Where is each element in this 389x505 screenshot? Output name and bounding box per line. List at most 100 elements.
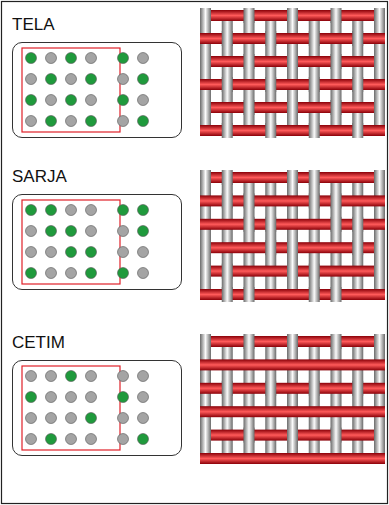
warp-crossing bbox=[374, 100, 385, 115]
weave-dot bbox=[86, 413, 97, 424]
weave-dot bbox=[86, 392, 97, 403]
weave-dot bbox=[138, 268, 149, 279]
warp-crossing bbox=[352, 381, 363, 396]
weave-dot bbox=[26, 205, 37, 216]
warp-crossing bbox=[287, 8, 298, 23]
warp-crossing bbox=[374, 264, 385, 279]
warp-thread bbox=[331, 172, 342, 300]
weave-dot bbox=[66, 247, 77, 258]
warp-crossing bbox=[309, 381, 320, 396]
warp-crossing bbox=[200, 8, 211, 23]
warp-crossing bbox=[331, 334, 342, 349]
warp-crossing bbox=[265, 31, 276, 46]
warp-crossing bbox=[200, 240, 211, 255]
warp-crossing bbox=[200, 100, 211, 115]
warp-thread bbox=[222, 172, 233, 300]
warp-crossing bbox=[309, 170, 320, 185]
warp-crossing bbox=[200, 264, 211, 279]
weave-dot bbox=[46, 205, 57, 216]
weave-dot bbox=[138, 413, 149, 424]
weave-dot bbox=[46, 95, 57, 106]
warp-crossing bbox=[331, 193, 342, 208]
warp-crossing bbox=[222, 264, 233, 279]
warp-thread bbox=[309, 172, 320, 300]
warp-thread bbox=[331, 10, 342, 136]
weave-dot bbox=[86, 434, 97, 445]
warp-thread bbox=[331, 336, 342, 464]
weave-dot bbox=[26, 116, 37, 127]
warp-thread bbox=[244, 336, 255, 464]
weave-dot bbox=[86, 205, 97, 216]
warp-thread bbox=[265, 336, 276, 464]
weave-dot bbox=[26, 74, 37, 85]
warp-crossing bbox=[244, 428, 255, 443]
weave-dot bbox=[66, 95, 77, 106]
weave-dot bbox=[26, 247, 37, 258]
warp-crossing bbox=[374, 240, 385, 255]
repeat-square bbox=[22, 366, 120, 450]
weave-box: CETIM bbox=[12, 360, 182, 456]
weave-dot bbox=[26, 53, 37, 64]
warp-thread bbox=[200, 336, 211, 464]
weave-dot bbox=[86, 268, 97, 279]
warp-crossing bbox=[287, 428, 298, 443]
weave-dot bbox=[26, 226, 37, 237]
warp-thread bbox=[287, 10, 298, 136]
weave-dot bbox=[118, 247, 129, 258]
warp-crossing bbox=[222, 123, 233, 138]
weave-dot bbox=[118, 116, 129, 127]
weave-dot bbox=[46, 116, 57, 127]
weave-dot bbox=[138, 434, 149, 445]
weave-dot bbox=[26, 392, 37, 403]
weave-dot bbox=[86, 371, 97, 382]
weave-dot bbox=[138, 371, 149, 382]
weave-dot bbox=[46, 268, 57, 279]
weft-thread bbox=[200, 359, 385, 370]
warp-crossing bbox=[265, 217, 276, 232]
warp-thread bbox=[265, 10, 276, 136]
weave-dot bbox=[46, 226, 57, 237]
warp-crossing bbox=[331, 428, 342, 443]
warp-crossing bbox=[222, 287, 233, 302]
weave-dot bbox=[118, 392, 129, 403]
warp-crossing bbox=[309, 264, 320, 279]
warp-thread bbox=[287, 172, 298, 300]
warp-crossing bbox=[244, 217, 255, 232]
weave-dot bbox=[26, 413, 37, 424]
warp-crossing bbox=[244, 100, 255, 115]
warp-crossing bbox=[265, 240, 276, 255]
warp-crossing bbox=[374, 8, 385, 23]
warp-crossing bbox=[200, 170, 211, 185]
weave-dot bbox=[86, 74, 97, 85]
warp-thread bbox=[244, 172, 255, 300]
warp-crossing bbox=[200, 334, 211, 349]
warp-crossing bbox=[287, 170, 298, 185]
warp-crossing bbox=[244, 193, 255, 208]
weave-title: SARJA bbox=[12, 167, 67, 187]
warp-crossing bbox=[287, 334, 298, 349]
weave-dot bbox=[46, 371, 57, 382]
weave-title: TELA bbox=[12, 15, 55, 35]
warp-crossing bbox=[222, 170, 233, 185]
weave-dot bbox=[66, 74, 77, 85]
warp-crossing bbox=[244, 334, 255, 349]
warp-crossing bbox=[200, 428, 211, 443]
warp-crossing bbox=[331, 8, 342, 23]
warp-thread bbox=[352, 336, 363, 464]
weave-dot bbox=[118, 95, 129, 106]
weave-dot bbox=[118, 434, 129, 445]
warp-crossing bbox=[374, 170, 385, 185]
warp-crossing bbox=[331, 100, 342, 115]
weave-dot bbox=[138, 205, 149, 216]
weave-dot bbox=[118, 268, 129, 279]
repeat-square bbox=[22, 200, 120, 284]
warp-crossing bbox=[244, 54, 255, 69]
weave-dot bbox=[26, 371, 37, 382]
weave-dot bbox=[118, 74, 129, 85]
weave-dot bbox=[46, 392, 57, 403]
weave-dot bbox=[66, 268, 77, 279]
warp-crossing bbox=[287, 264, 298, 279]
weave-dot bbox=[86, 247, 97, 258]
weave-dot bbox=[118, 413, 129, 424]
